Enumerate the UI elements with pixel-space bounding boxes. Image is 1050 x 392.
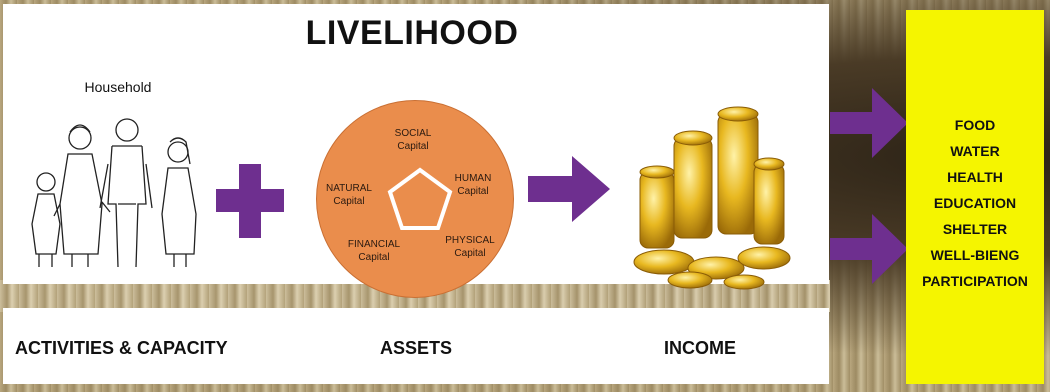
assets-label: ASSETS [380, 338, 453, 358]
activities-capacity-label: ACTIVITIES & CAPACITY [15, 338, 228, 358]
outcome-item: FOOD [954, 117, 996, 133]
right-arrow-icon [528, 156, 610, 222]
pentagon-icon [387, 167, 453, 230]
right-arrow-icon [830, 88, 908, 158]
outcomes-panel [906, 10, 1044, 384]
outcome-item: WELL-BIENG [930, 247, 1020, 263]
outcomes-list: FOOD WATER HEALTH EDUCATION SHELTER WELL… [906, 112, 1044, 294]
assets-circle [316, 100, 514, 298]
outcome-item: PARTICIPATION [922, 273, 1028, 289]
right-arrow-icon [830, 214, 908, 284]
income-label: INCOME [664, 338, 736, 358]
family-illustration [24, 104, 210, 270]
diagram-title: LIVELIHOOD [305, 14, 519, 52]
labels-panel [3, 308, 829, 384]
outcome-item: EDUCATION [933, 195, 1017, 211]
outcome-item: WATER [950, 143, 1000, 159]
gold-coins-illustration [633, 106, 791, 290]
plus-icon [216, 164, 284, 238]
household-label: Household [84, 79, 152, 95]
outcome-item: SHELTER [942, 221, 1008, 237]
outcome-item: HEALTH [947, 169, 1003, 185]
